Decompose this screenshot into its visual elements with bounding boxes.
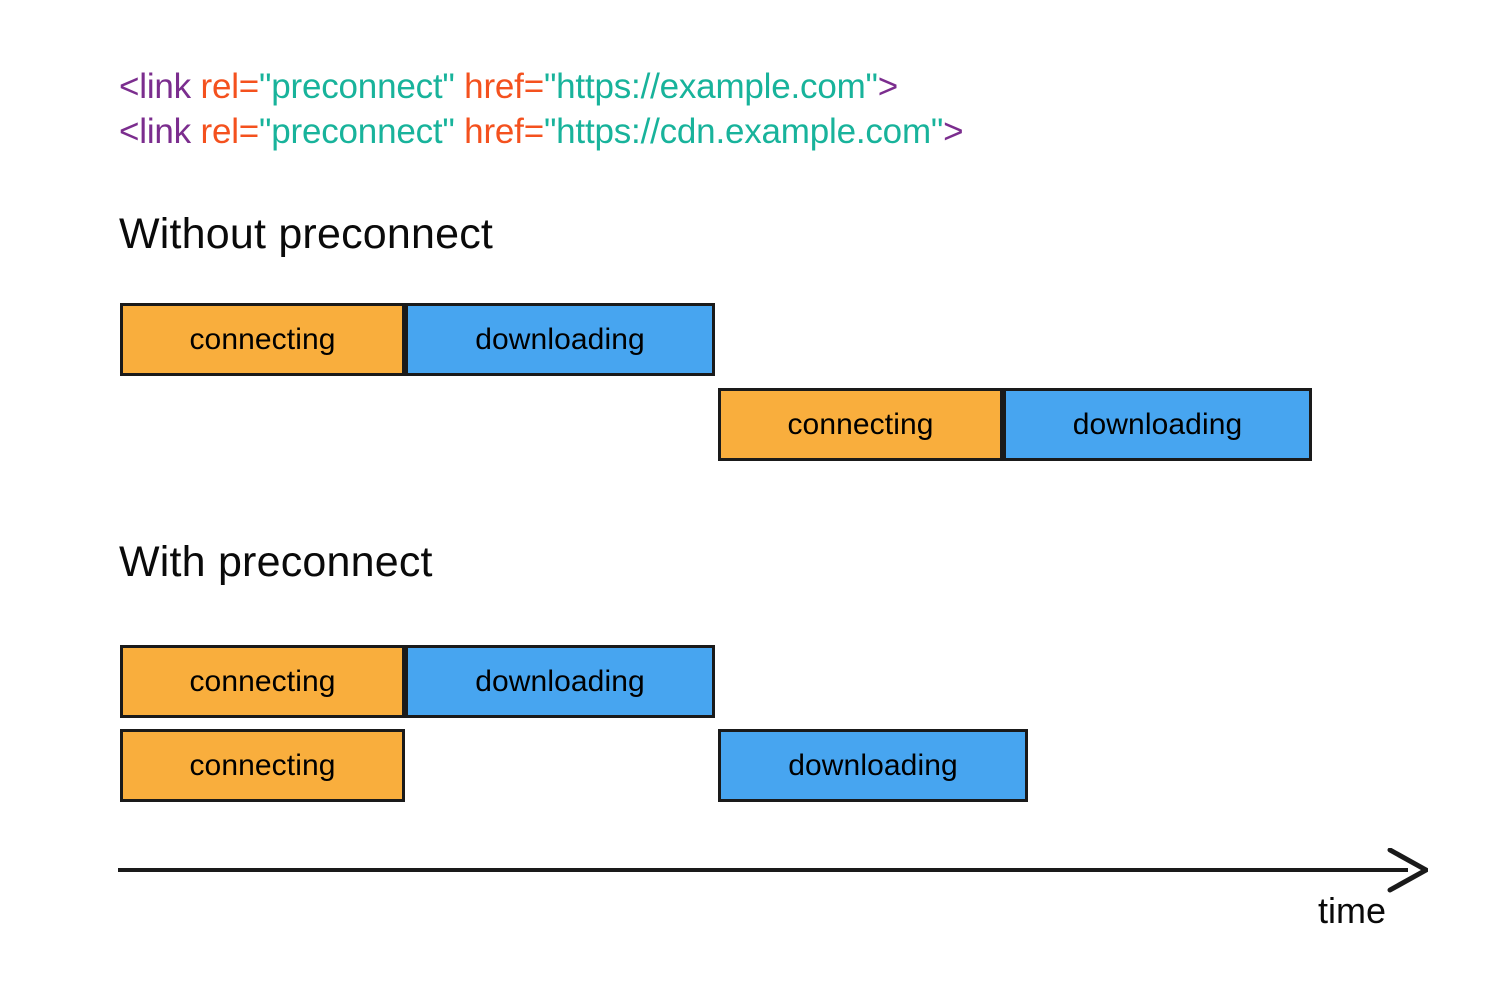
code-value-rel-2: "preconnect" [259, 112, 455, 151]
code-snippet: <link rel="preconnect" href="https://exa… [119, 64, 964, 154]
code-value-rel: "preconnect" [259, 67, 455, 106]
code-attr-href: href= [454, 67, 544, 106]
code-value-href: "https://example.com" [543, 67, 878, 106]
bar-segment-downloading[interactable]: downloading [718, 729, 1028, 802]
time-axis-arrow [118, 848, 1428, 893]
bar-segment-connecting[interactable]: connecting [120, 645, 405, 718]
section-heading-without-preconnect: Without preconnect [119, 210, 494, 258]
bar-segment-connecting[interactable]: connecting [120, 303, 405, 376]
code-attr-href-2: href= [454, 112, 544, 151]
bar-segment-downloading[interactable]: downloading [1003, 388, 1312, 461]
code-attr-rel: rel= [190, 67, 260, 106]
time-axis-label: time [1318, 890, 1387, 931]
code-attr-rel-2: rel= [190, 112, 260, 151]
bar-segment-connecting[interactable]: connecting [718, 388, 1003, 461]
code-line-2: <link rel="preconnect" href="https://cdn… [119, 109, 964, 154]
code-value-href-2: "https://cdn.example.com" [543, 112, 944, 151]
bar-segment-connecting[interactable]: connecting [120, 729, 405, 802]
code-tag-close: > [877, 67, 899, 106]
bar-segment-downloading[interactable]: downloading [405, 645, 715, 718]
bar-segment-downloading[interactable]: downloading [405, 303, 715, 376]
section-heading-with-preconnect: With preconnect [119, 538, 433, 586]
code-tag-close-2: > [943, 112, 964, 151]
code-tag-open: <link [119, 67, 191, 106]
code-line-1: <link rel="preconnect" href="https://exa… [119, 64, 963, 109]
code-tag-open-2: <link [119, 112, 191, 151]
